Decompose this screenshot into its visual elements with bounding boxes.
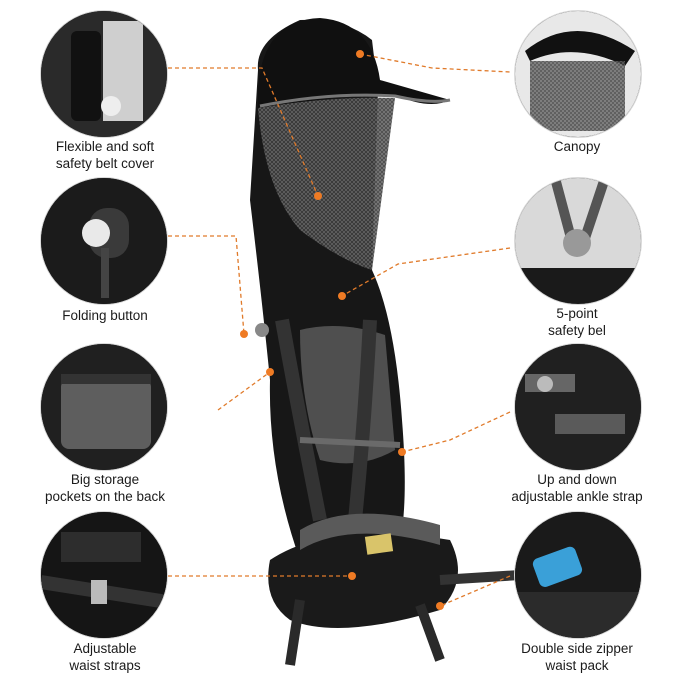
caption-ankle-strap: Up and down adjustable ankle strap [511,472,643,504]
caption-safety-belt: 5-point safety bel [548,306,606,338]
caption-waist-straps: Adjustable waist straps [69,641,141,673]
caption-storage-pockets: Big storage pockets on the back [44,472,166,504]
detail-photo-belt-cover [40,10,168,138]
detail-photo-storage-pockets [40,343,168,471]
caption-belt-cover: Flexible and soft safety belt cover [55,139,155,171]
canopy-mesh [258,97,395,270]
leader-lines [168,53,511,607]
detail-photo-canopy [514,10,642,138]
detail-photo-safety-belt [514,177,642,305]
waist-belt [268,533,458,628]
detail-photo-ankle-strap [514,343,642,471]
detail-photo-folding-button [40,177,168,305]
detail-photo-waist-straps [40,511,168,639]
callout-dots [240,50,444,610]
canopy-shape [258,18,450,110]
caption-folding-button: Folding button [62,308,148,323]
caption-zipper-pack: Double side zipper waist pack [521,641,633,673]
detail-photo-zipper-pack [514,511,642,639]
caption-canopy: Canopy [553,139,601,154]
